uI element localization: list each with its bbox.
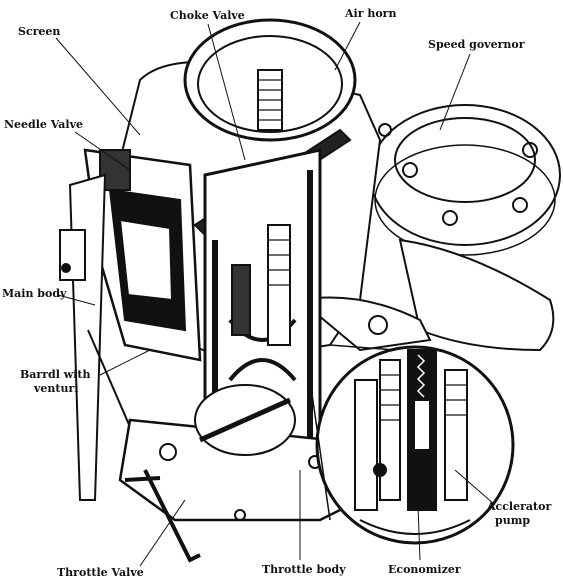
label-throttle-body: Throttle body — [262, 563, 346, 576]
leader-barrel — [99, 349, 151, 376]
label-accelerator-line2: pump — [495, 514, 531, 527]
leader-air-horn — [334, 21, 361, 71]
label-accelerator-line1: Acclerator — [487, 500, 552, 513]
label-throttle-valve: Throttle Valve — [57, 566, 144, 579]
label-screen: Screen — [18, 25, 61, 38]
leader-screen — [55, 37, 141, 136]
label-accelerator-pump: Acclerator pump — [487, 500, 551, 528]
label-air-horn: Air horn — [345, 7, 397, 20]
leader-economizer — [417, 504, 421, 561]
air-horn — [183, 18, 357, 142]
label-main-body: Main body — [2, 287, 67, 300]
label-barrel-line2: venturi — [34, 382, 79, 395]
label-barrel-with-venturi: Barrdl with venturi — [20, 368, 90, 396]
barrel — [203, 148, 322, 482]
label-needle-valve: Needle Valve — [4, 118, 83, 131]
leader-accelerator — [454, 469, 496, 506]
leader-throttle-valve — [139, 499, 186, 567]
speed-governor-housing — [369, 104, 561, 256]
leader-main-body — [57, 294, 96, 306]
throttle-linkage — [59, 173, 151, 501]
label-choke-valve: Choke Valve — [170, 9, 245, 22]
label-speed-governor: Speed governor — [428, 38, 525, 51]
label-barrel-line1: Barrdl with — [20, 368, 91, 381]
throttle-body — [118, 384, 362, 563]
leader-speed-governor — [439, 53, 471, 131]
leader-needle-valve — [74, 131, 131, 171]
label-economizer: Economizer — [388, 563, 461, 576]
leader-choke-valve — [207, 23, 246, 161]
economizer-cutaway — [315, 345, 515, 545]
